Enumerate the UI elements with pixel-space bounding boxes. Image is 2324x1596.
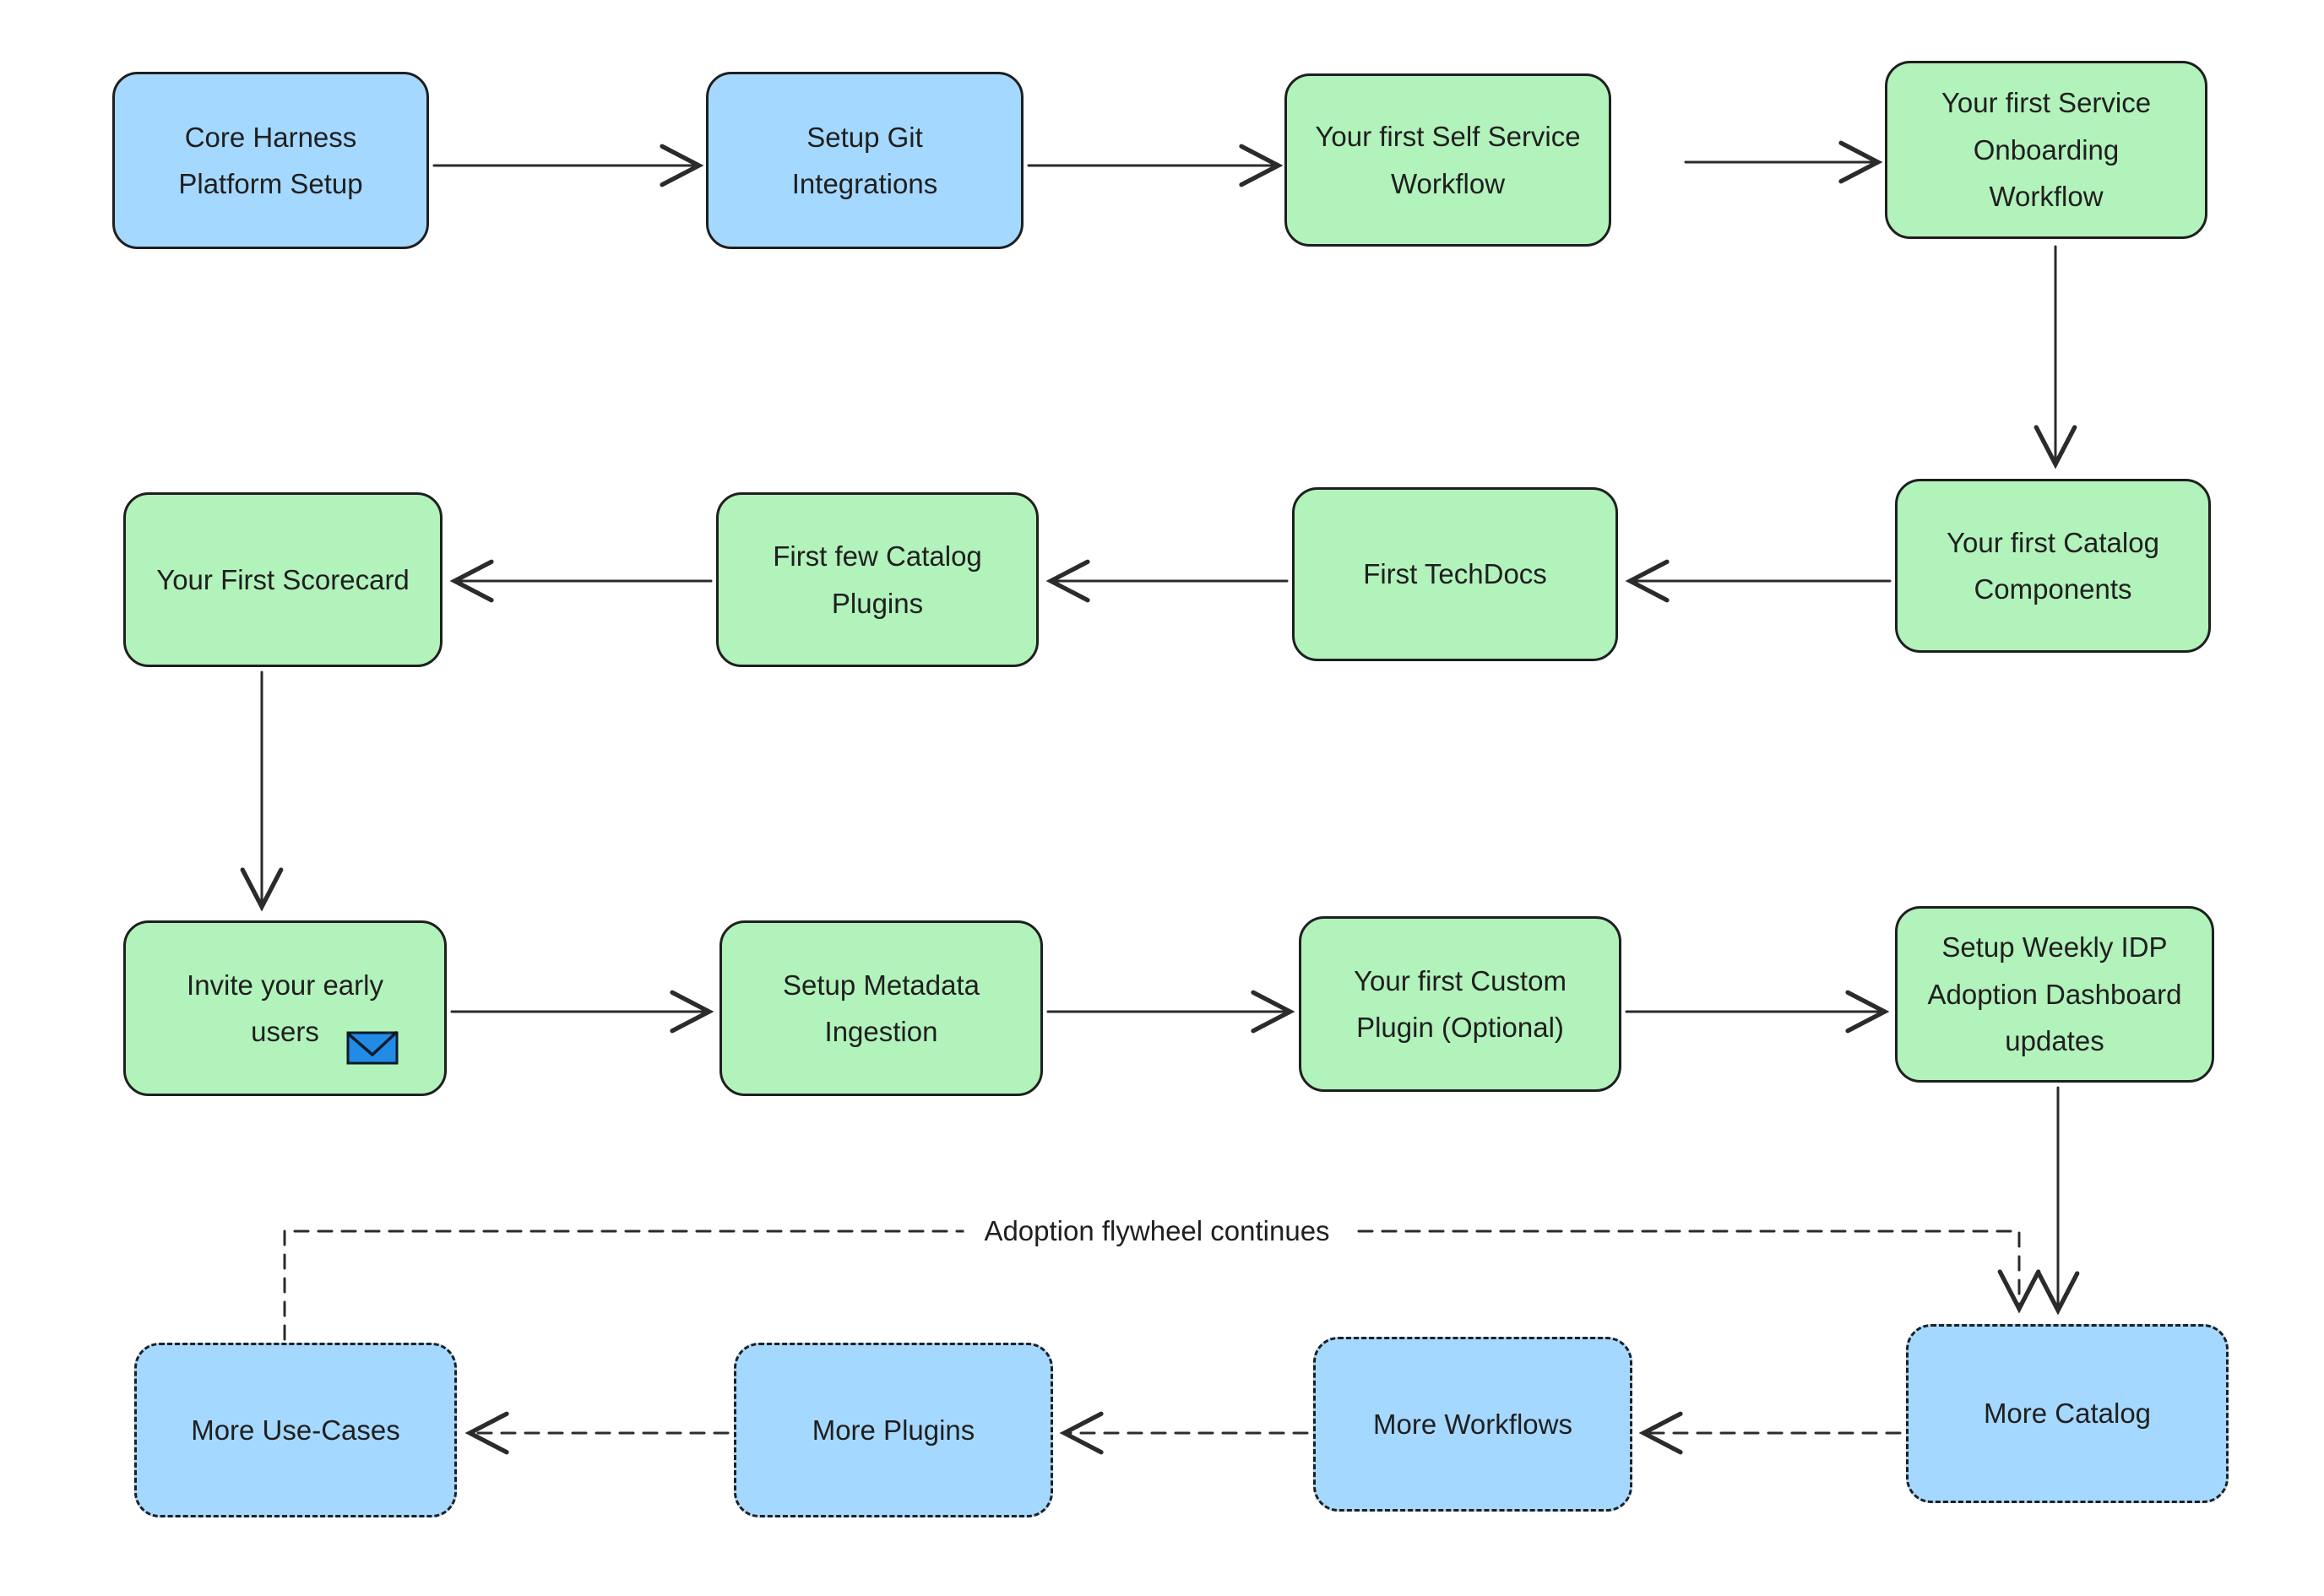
node-first-custom-plugin: Your first Custom Plugin (Optional) — [1299, 916, 1621, 1092]
node-label: First few Catalog Plugins — [773, 540, 982, 619]
node-label: More Catalog — [1983, 1398, 2152, 1430]
node-more-plugins: More Plugins — [734, 1343, 1053, 1517]
envelope-icon — [346, 1030, 399, 1065]
node-label: Setup Metadata Ingestion — [783, 969, 980, 1047]
node-label: More Workflows — [1373, 1408, 1572, 1440]
node-first-self-service-workflow: Your first Self Service Workflow — [1284, 73, 1611, 247]
node-label: Core Harness Platform Setup — [178, 121, 363, 199]
flywheel-label: Adoption flywheel continues — [964, 1213, 1350, 1249]
node-more-use-cases: More Use-Cases — [134, 1343, 457, 1517]
node-label: Your First Scorecard — [156, 563, 410, 595]
node-core-harness-platform-setup: Core Harness Platform Setup — [112, 72, 429, 249]
node-setup-metadata-ingestion: Setup Metadata Ingestion — [719, 920, 1043, 1096]
node-first-scorecard: Your First Scorecard — [123, 492, 443, 667]
node-label: More Use-Cases — [191, 1414, 400, 1446]
node-first-service-onboarding-workflow: Your first Service Onboarding Workflow — [1885, 61, 2207, 239]
node-more-catalog: More Catalog — [1906, 1324, 2229, 1503]
node-label: Your first Self Service Workflow — [1315, 121, 1581, 199]
node-setup-weekly-idp-adoption-dashboard: Setup Weekly IDP Adoption Dashboard upda… — [1895, 906, 2214, 1083]
node-setup-git-integrations: Setup Git Integrations — [706, 72, 1024, 249]
node-label: First TechDocs — [1363, 558, 1547, 590]
node-label: Setup Git Integrations — [791, 121, 938, 199]
node-first-few-catalog-plugins: First few Catalog Plugins — [716, 492, 1039, 667]
node-first-techdocs: First TechDocs — [1292, 487, 1618, 661]
node-label: Setup Weekly IDP Adoption Dashboard upda… — [1927, 931, 2182, 1057]
node-first-catalog-components: Your first Catalog Components — [1895, 479, 2211, 653]
node-label: Your first Catalog Components — [1947, 526, 2159, 605]
node-label: Your first Service Onboarding Workflow — [1941, 87, 2152, 213]
node-label: Invite your early users — [187, 969, 383, 1047]
node-more-workflows: More Workflows — [1313, 1337, 1632, 1512]
node-label: More Plugins — [812, 1414, 975, 1446]
node-invite-early-users: Invite your early users — [123, 920, 447, 1096]
node-label: Your first Custom Plugin (Optional) — [1354, 964, 1567, 1043]
